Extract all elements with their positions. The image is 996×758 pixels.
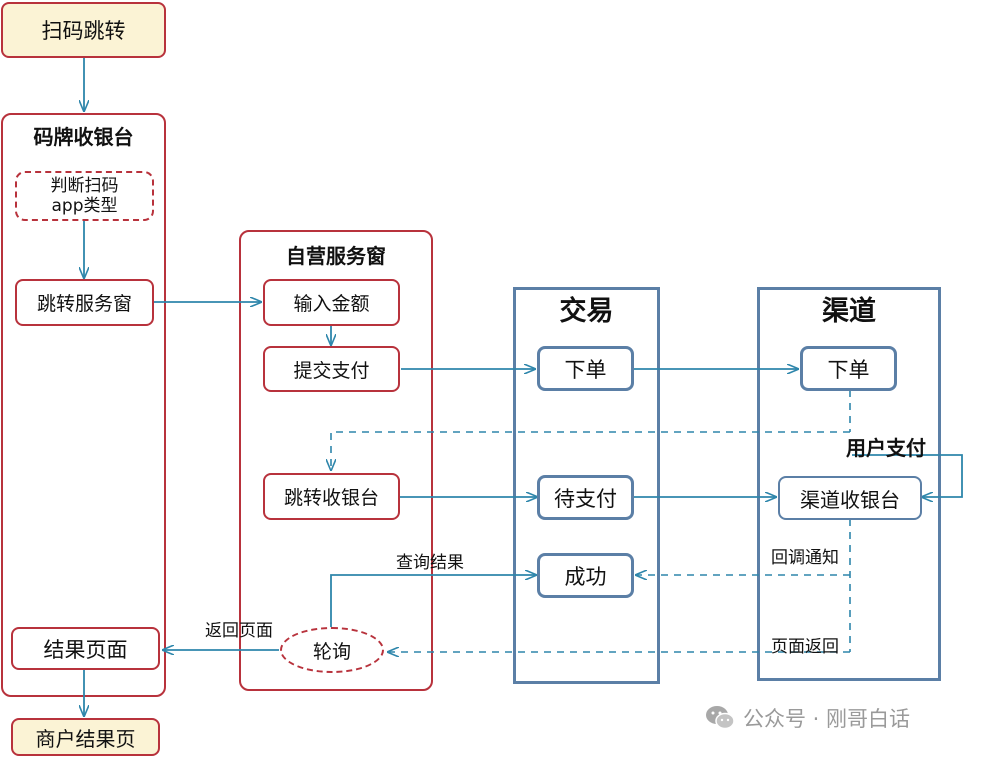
lane-service-window: 自营服务窗 [239, 230, 433, 691]
input-amount-label: 输入金额 [293, 293, 370, 315]
channel-cashier-node: 渠道收银台 [778, 476, 922, 520]
trade-order-label: 下单 [564, 357, 607, 382]
watermark: 公众号 · 刚哥白话 [705, 702, 910, 734]
submit-payment-node: 提交支付 [263, 346, 400, 392]
lane-qr-cashier-title: 码牌收银台 [33, 125, 134, 149]
callback-notify-label: 回调通知 [771, 548, 839, 568]
trade-pending-node: 待支付 [537, 475, 634, 520]
result-page-node: 结果页面 [11, 627, 160, 670]
poll-label: 轮询 [312, 640, 351, 663]
jump-service-node: 跳转服务窗 [15, 279, 154, 326]
channel-cashier-label: 渠道收银台 [800, 487, 900, 512]
input-amount-node: 输入金额 [263, 279, 400, 326]
return-page-label: 返回页面 [205, 621, 273, 641]
query-result-label: 查询结果 [396, 553, 464, 573]
detect-app-label-1: 判断扫码 [50, 176, 119, 196]
wechat-icon [706, 706, 735, 730]
result-page-label: 结果页面 [43, 637, 128, 662]
edge-user-pay-loop [852, 454, 963, 497]
jump-cashier-node: 跳转收银台 [263, 473, 400, 520]
jump-cashier-label: 跳转收银台 [283, 487, 379, 509]
detect-app-node: 判断扫码 app类型 [15, 171, 154, 221]
lane-trade: 交易 [513, 287, 660, 684]
poll-node: 轮询 [280, 627, 384, 673]
trade-order-node: 下单 [537, 346, 634, 391]
scan-jump-label: 扫码跳转 [41, 19, 126, 43]
trade-success-label: 成功 [564, 564, 607, 589]
detect-app-label-2: app类型 [51, 196, 118, 216]
merchant-result-label: 商户结果页 [35, 726, 136, 751]
submit-payment-label: 提交支付 [293, 359, 370, 382]
lane-service-window-title: 自营服务窗 [286, 244, 386, 268]
merchant-result-node: 商户结果页 [11, 718, 160, 756]
lane-trade-title: 交易 [559, 296, 614, 327]
lane-channel-title: 渠道 [822, 296, 876, 327]
lane-channel: 渠道 [757, 287, 941, 681]
edge-poll-to-success [330, 575, 536, 627]
trade-success-node: 成功 [537, 553, 634, 598]
trade-pending-label: 待支付 [554, 486, 617, 511]
jump-service-label: 跳转服务窗 [36, 293, 132, 315]
channel-order-node: 下单 [800, 346, 897, 391]
channel-order-label: 下单 [827, 357, 870, 382]
scan-jump-node: 扫码跳转 [1, 2, 166, 58]
user-pay-label: 用户支付 [846, 436, 926, 460]
watermark-text: 公众号 · 刚哥白话 [743, 707, 911, 731]
page-return-label: 页面返回 [771, 637, 839, 657]
edge-dashed-to-jumpcashier [331, 431, 850, 470]
